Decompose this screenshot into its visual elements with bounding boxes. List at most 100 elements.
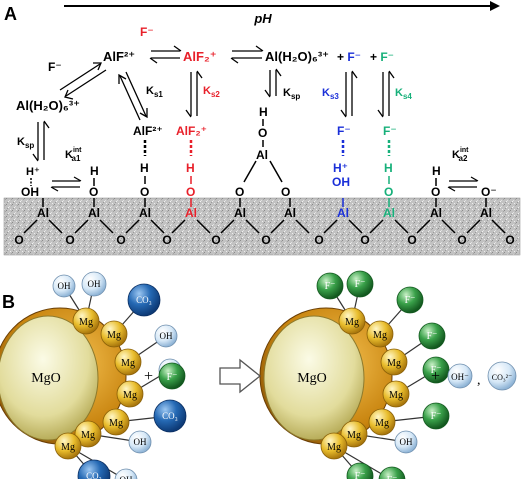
site2-h: H [90,164,99,178]
oh-label: OH [160,331,173,341]
mg-label: Mg [123,390,137,401]
comma: , [477,373,481,388]
site3-h: H [140,161,149,175]
bridge-al: Al [256,148,268,162]
mg-atom [368,408,396,436]
svg-text:OH⁻: OH⁻ [451,372,469,382]
f-label: F⁻ [355,279,366,290]
equilibrium-arrows-1 [149,45,182,64]
mg-atom [54,432,82,460]
lattice-o: O [261,233,270,247]
diagonal-arrows-left [59,62,107,100]
site1-h: H⁺ [26,166,40,178]
mg-atom [366,320,394,348]
mg-label: Mg [107,330,121,341]
mg-atom [320,432,348,460]
oh-group [128,430,152,454]
svg-text:CO₃²⁻: CO₃²⁻ [492,373,513,382]
mgo-face [0,315,99,441]
ph-label: pH [253,11,272,26]
lattice-o: O [407,233,416,247]
ks1-arrows [118,71,148,121]
co3-group [127,283,161,317]
panel-a-label: A [4,4,17,24]
lattice-o: O [360,233,369,247]
f-label: F⁻ [427,331,438,342]
site3-alf: AlF²⁺ [133,124,163,138]
lattice-o: O [116,233,125,247]
species-al-h2o-top: Al(H₂O)₆³⁺ [265,49,329,64]
species-f-top: F⁻ [140,25,154,39]
f-label: F⁻ [405,295,416,306]
left-particle: MgOMgMgMgMgMgMgMgOHOHCO₃OHOHCO₃OHCO₃OH [0,271,187,479]
surface-slab [3,197,521,256]
site6-h: H⁺ [333,161,348,175]
oh-label: OH [134,437,147,447]
ks4-label: Ks4 [395,87,412,101]
f-label: F⁻ [431,411,442,422]
bridge-o-left: O [235,185,244,199]
mgo-label: MgO [31,371,61,386]
mg-atom [116,380,144,408]
oh-group [114,468,138,479]
plus-product: + [431,368,440,385]
lattice-o: O [14,233,23,247]
lattice-o: O [314,233,323,247]
f-reactant-ball: F⁻ [158,362,186,390]
ksp-mid-label: Ksp [283,87,300,101]
mg-atom [102,408,130,436]
bridge-h: H [259,105,268,119]
lattice-o: O [505,233,514,247]
ks4-arrows [377,70,395,118]
lattice-al: Al [37,206,49,220]
mg-atom [100,320,128,348]
f-group [396,286,424,314]
oh-group [154,324,178,348]
ksp-mid-arrows [264,68,282,98]
oh-group [81,271,107,297]
mg-label: Mg [327,442,341,453]
f-group [422,356,450,384]
lattice-al: Al [337,206,349,220]
site3-o: O [140,185,149,199]
mg-atom [72,307,100,335]
oh-group [52,274,76,298]
site7-h: H [384,161,393,175]
mg-label: Mg [387,358,401,369]
mg-label: Mg [389,390,403,401]
mgo-face [263,315,365,441]
f-group [346,462,374,479]
site7-f: F⁻ [383,124,397,138]
mg-label: Mg [375,418,389,429]
species-al-h2o-left: Al(H₂O)₆³⁺ [16,98,80,113]
ks1-label: Ks1 [146,85,163,99]
f-group [378,466,406,479]
f-group [422,402,450,430]
site7-o: O [384,185,393,199]
mg-atom [74,420,102,448]
species-plus-f-blue: + F⁻ [337,50,361,64]
lattice-al: Al [234,206,246,220]
ksp-left: Ksp [17,136,34,150]
site6-f: F⁻ [337,124,351,138]
mg-atom [382,380,410,408]
ksp-left-arrows [32,120,50,162]
lattice-al: Al [139,206,151,220]
lattice-al: Al [480,206,492,220]
f-label: F⁻ [355,471,366,479]
f-label: F⁻ [387,475,398,479]
lattice-al: Al [185,206,197,220]
site8-h: H [432,164,441,178]
site6-oh: OH [332,175,350,189]
mg-atom [380,348,408,376]
lattice-al: Al [383,206,395,220]
mg-atom [114,348,142,376]
species-alf2plus: AlF₂⁺ [183,49,217,64]
mg-label: Mg [373,330,387,341]
plus-reactant: + [144,368,153,385]
mgo-label: MgO [297,371,327,386]
site4-o: O [186,185,195,199]
lattice-o: O [457,233,466,247]
